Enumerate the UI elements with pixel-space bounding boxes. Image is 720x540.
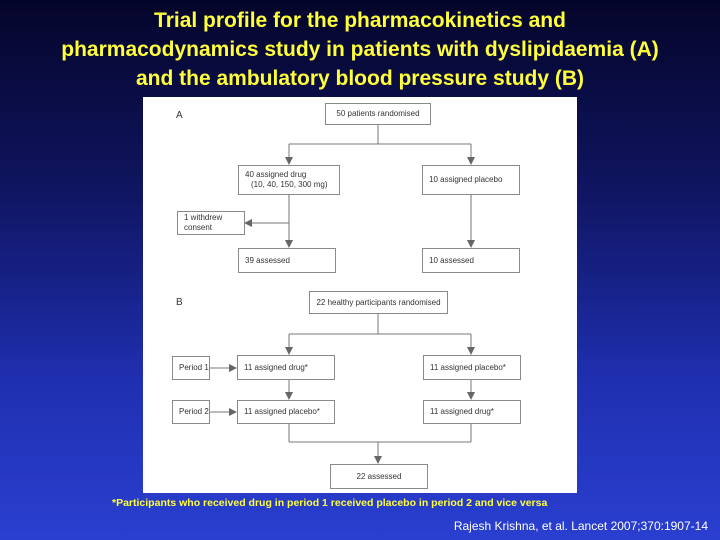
a-drug-assessed-box: 39 assessed xyxy=(238,248,336,273)
flow-diagram-panel: A 50 patients randomised 40 assigned dru… xyxy=(143,97,577,493)
b-p1-placebo-box: 11 assigned placebo* xyxy=(423,355,521,380)
title-line-3: and the ambulatory blood pressure study … xyxy=(135,67,585,90)
slide-title: Trial profile for the pharmacokinetics a… xyxy=(0,6,720,93)
citation: Rajesh Krishna, et al. Lancet 2007;370:1… xyxy=(453,519,708,533)
title-line-1: Trial profile for the pharmacokinetics a… xyxy=(154,9,566,32)
b-p2-drug-box: 11 assigned drug* xyxy=(423,400,521,424)
a-assigned-drug-box: 40 assigned drug (10, 40, 150, 300 mg) xyxy=(238,165,340,195)
b-randomised-box: 22 healthy participants randomised xyxy=(309,291,448,314)
b-assessed-box: 22 assessed xyxy=(330,464,428,489)
a-withdrew-box: 1 withdrew consent xyxy=(177,211,245,235)
b-p1-drug-box: 11 assigned drug* xyxy=(237,355,335,380)
a-placebo-assessed-box: 10 assessed xyxy=(422,248,520,273)
b-p2-placebo-box: 11 assigned placebo* xyxy=(237,400,335,424)
footnote: *Participants who received drug in perio… xyxy=(112,497,548,509)
b-period-1-box: Period 1 xyxy=(172,356,210,380)
part-b-label: B xyxy=(176,297,183,308)
title-line-2: pharmacodynamics study in patients with … xyxy=(61,38,659,61)
a-assigned-drug-line-1: 40 assigned drug xyxy=(245,170,307,179)
b-period-2-box: Period 2 xyxy=(172,400,210,424)
flow-connectors xyxy=(210,125,475,464)
a-assigned-drug-line-2: (10, 40, 150, 300 mg) xyxy=(251,180,328,189)
part-a-label: A xyxy=(176,110,183,121)
a-assigned-placebo-box: 10 assigned placebo xyxy=(422,165,520,195)
a-randomised-box: 50 patients randomised xyxy=(325,103,431,125)
